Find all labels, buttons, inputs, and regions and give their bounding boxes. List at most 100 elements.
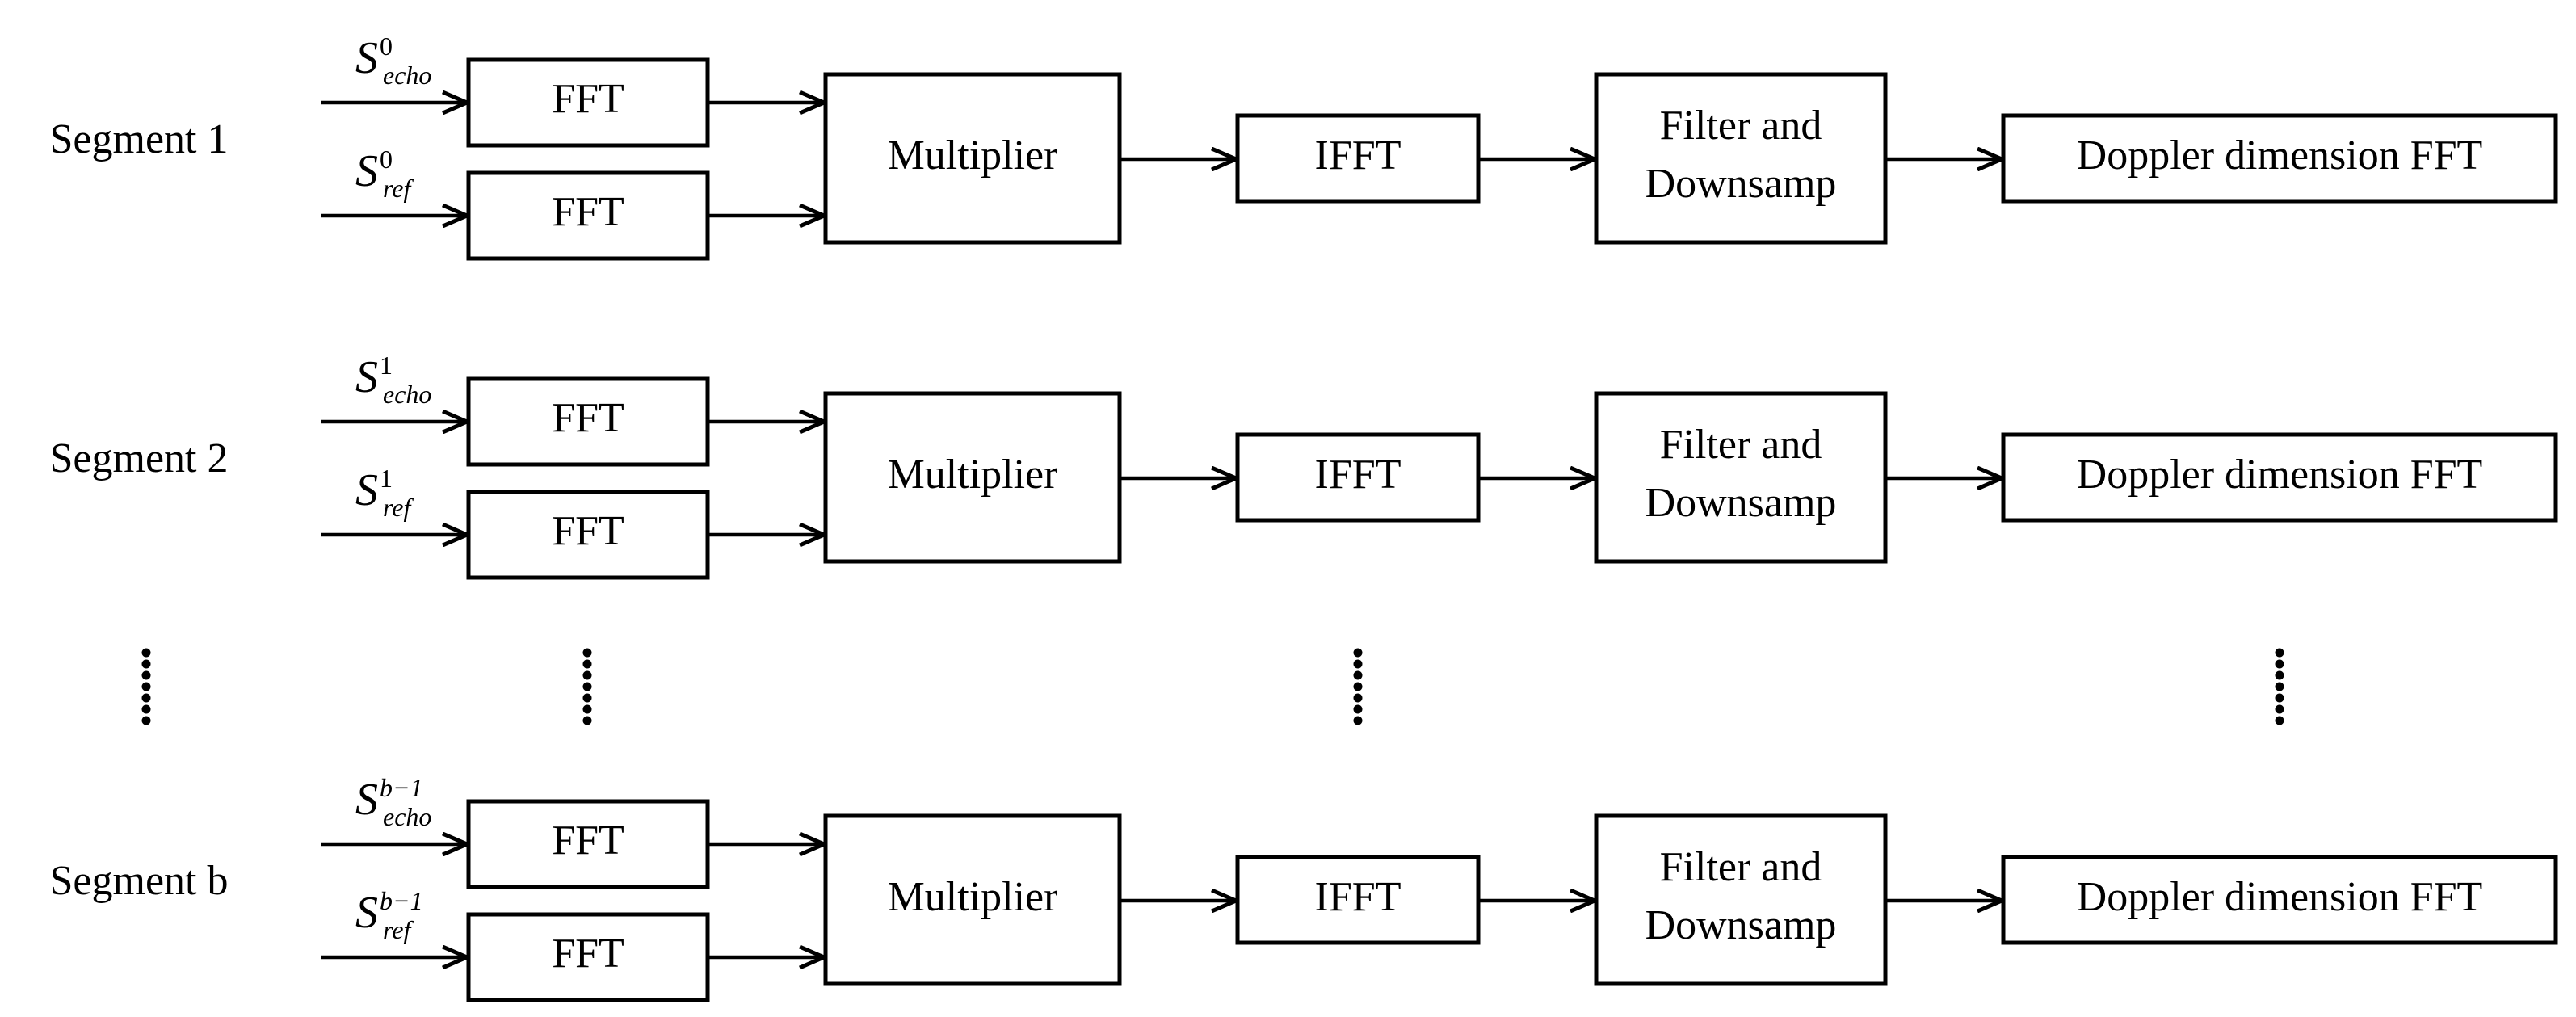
doppler-fft-label: Doppler dimension FFT [2077, 132, 2483, 179]
fft-echo-label: FFT [552, 76, 624, 122]
filter-label-line1: Filter and [1660, 103, 1822, 149]
symbol-subscript: ref [383, 493, 414, 522]
filter-label-line2: Downsamp [1645, 902, 1837, 948]
ellipsis-dot [1353, 682, 1363, 691]
ellipsis-dot [582, 659, 592, 669]
ellipsis-dot [2275, 682, 2284, 691]
filter-label-line1: Filter and [1660, 844, 1822, 890]
symbol-base: S [355, 352, 378, 402]
ellipsis-dot [1353, 716, 1363, 725]
symbol-subscript: ref [383, 174, 414, 203]
symbol-base: S [355, 888, 378, 938]
ellipsis-dot [141, 659, 151, 669]
fft-echo-box [466, 376, 710, 467]
multiplier-label: Multiplier [888, 874, 1058, 920]
fft-ref-box [466, 912, 710, 1002]
multiplier-label: Multiplier [888, 132, 1058, 179]
ellipsis-dot [141, 704, 151, 714]
ifft-box [1235, 113, 1481, 204]
ref-signal-symbol: S1 [355, 464, 393, 515]
ellipsis-dot [1353, 648, 1363, 658]
multiplier-box [823, 813, 1122, 986]
filter-downsample-box [1594, 391, 1888, 564]
symbol-base: S [355, 465, 378, 515]
fft-ref-label: FFT [552, 508, 624, 554]
fft-ref-box [466, 490, 710, 580]
symbol-base: S [355, 775, 378, 825]
filter-label-line2: Downsamp [1645, 161, 1837, 207]
vertical-ellipsis-2 [582, 648, 592, 725]
doppler-fft-box [2001, 855, 2558, 945]
fft-ref-box [466, 170, 710, 261]
ellipsis-dot [2275, 670, 2284, 680]
vertical-ellipsis-1 [141, 648, 151, 725]
ellipsis-dot [1353, 704, 1363, 714]
fft-ref-label: FFT [552, 931, 624, 977]
ellipsis-dot [141, 648, 151, 658]
ifft-label: IFFT [1315, 452, 1401, 498]
symbol-base: S [355, 146, 378, 196]
ellipsis-dot [141, 716, 151, 725]
ellipsis-dot [2275, 704, 2284, 714]
filter-label-line1: Filter and [1660, 422, 1822, 468]
segment-label: Segment 1 [50, 116, 229, 162]
ellipsis-dot [2275, 693, 2284, 703]
ref-signal-symbol: S0 [355, 145, 393, 196]
symbol-base: S [355, 33, 378, 83]
ellipsis-group [141, 648, 2284, 725]
multiplier-label: Multiplier [888, 452, 1058, 498]
ifft-label: IFFT [1315, 132, 1401, 179]
ellipsis-dot [582, 682, 592, 691]
ellipsis-dot [582, 670, 592, 680]
doppler-fft-box [2001, 432, 2558, 523]
ellipsis-dot [582, 693, 592, 703]
ellipsis-dot [2275, 716, 2284, 725]
symbol-superscript: 0 [380, 32, 393, 61]
ellipsis-dot [582, 704, 592, 714]
symbol-subscript: echo [383, 380, 431, 409]
symbol-superscript: b−1 [380, 773, 423, 802]
ellipsis-dot [582, 716, 592, 725]
fft-echo-label: FFT [552, 817, 624, 864]
ellipsis-dot [2275, 648, 2284, 658]
segment-label: Segment 2 [50, 435, 229, 481]
vertical-ellipsis-4 [2275, 648, 2284, 725]
ifft-label: IFFT [1315, 874, 1401, 920]
multiplier-box [823, 72, 1122, 245]
multiplier-box [823, 391, 1122, 564]
fft-echo-box [466, 57, 710, 148]
doppler-fft-label: Doppler dimension FFT [2077, 452, 2483, 498]
ellipsis-dot [141, 693, 151, 703]
symbol-superscript: 1 [380, 464, 393, 493]
filter-downsample-box [1594, 72, 1888, 245]
echo-signal-symbol: Sb−1 [355, 773, 423, 825]
ellipsis-dot [2275, 659, 2284, 669]
ellipsis-dot [1353, 670, 1363, 680]
segment-row-3: Segment bSb−1echoSb−1refFFTFFTMultiplier… [50, 773, 2558, 1002]
symbol-subscript: echo [383, 802, 431, 831]
symbol-subscript: echo [383, 61, 431, 90]
ref-signal-symbol: Sb−1 [355, 886, 423, 938]
symbol-superscript: 1 [380, 351, 393, 380]
symbol-superscript: 0 [380, 145, 393, 174]
ellipsis-dot [141, 682, 151, 691]
vertical-ellipsis-3 [1353, 648, 1363, 725]
symbol-subscript: ref [383, 915, 414, 944]
ellipsis-dot [582, 648, 592, 658]
echo-signal-symbol: S0 [355, 32, 393, 83]
ellipsis-dot [1353, 693, 1363, 703]
fft-ref-label: FFT [552, 189, 624, 235]
ellipsis-dot [1353, 659, 1363, 669]
doppler-fft-label: Doppler dimension FFT [2077, 874, 2483, 920]
filter-downsample-box [1594, 813, 1888, 986]
echo-signal-symbol: S1 [355, 351, 393, 402]
filter-label-line2: Downsamp [1645, 480, 1837, 526]
doppler-fft-box [2001, 113, 2558, 204]
ellipsis-dot [141, 670, 151, 680]
symbol-superscript: b−1 [380, 886, 423, 915]
fft-echo-label: FFT [552, 395, 624, 441]
segment-label: Segment b [50, 858, 229, 904]
